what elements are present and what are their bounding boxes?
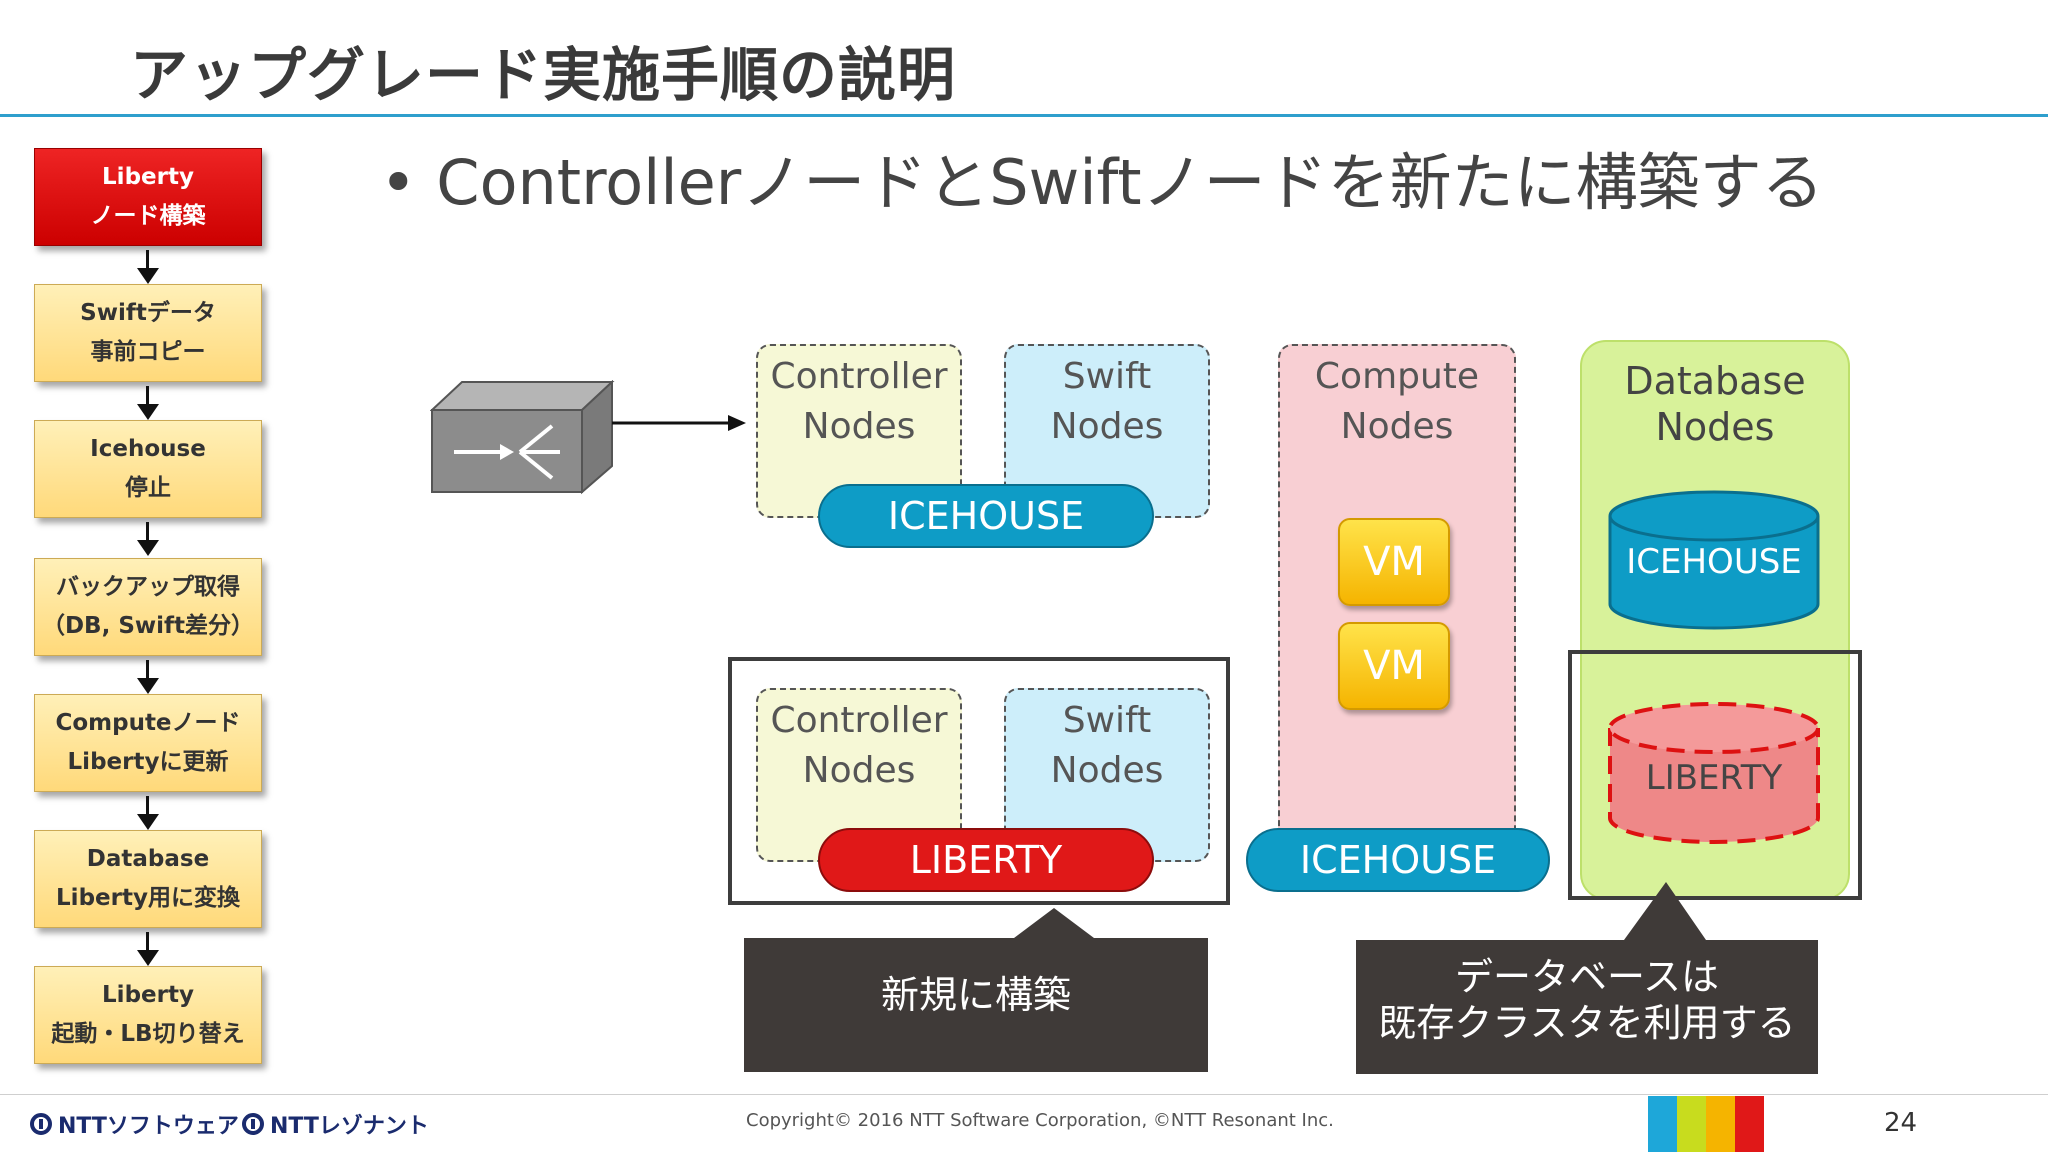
icehouse-label-top: ICEHOUSE (818, 484, 1154, 548)
callout-new-build: 新規に構築 (880, 973, 1071, 1017)
step-line2: Libertyに更新 (67, 749, 229, 775)
footer-bar-yellow (1706, 1096, 1735, 1152)
step-line1: Computeノード (55, 710, 241, 736)
load-balancer-icon (430, 380, 746, 495)
step-line2: （DB, Swift差分） (41, 613, 255, 639)
vm-box-1: VM (1338, 518, 1450, 606)
flow-arrow-line (146, 660, 149, 682)
page-number: 24 (1884, 1108, 1918, 1138)
logo-ntt-resonant: NTTレゾナント (242, 1108, 429, 1140)
ntt-logo-icon (242, 1113, 264, 1135)
existing-cluster-frame (1568, 650, 1862, 900)
step-line1: Swiftデータ (80, 300, 216, 326)
step-line1: Icehouse (90, 436, 206, 462)
step-line2: 事前コピー (90, 339, 206, 365)
flow-arrow-line (146, 386, 149, 408)
callout-new-build-shape (744, 908, 1208, 1072)
ntt-logo-icon (30, 1113, 52, 1135)
flow-arrow-line (146, 932, 149, 954)
flow-arrowhead (137, 814, 159, 830)
database-liberty-label: LIBERTY (1645, 758, 1783, 798)
step-compute-update: Computeノード Libertyに更新 (34, 694, 262, 792)
step-line1: Liberty (102, 164, 194, 190)
main-bullet: • ControllerノードとSwiftノードを新たに構築する (380, 146, 1824, 219)
step-liberty-start: Liberty 起動・LB切り替え (34, 966, 262, 1064)
database-icehouse-cylinder (1608, 490, 1820, 630)
title-divider (0, 114, 2048, 117)
flow-arrowhead (137, 268, 159, 284)
step-database-convert: Database Liberty用に変換 (34, 830, 262, 928)
step-swift-data-precopy: Swiftデータ 事前コピー (34, 284, 262, 382)
database-icehouse-label: ICEHOUSE (1626, 542, 1802, 582)
step-line1: Liberty (102, 982, 194, 1008)
flow-arrow-line (146, 522, 149, 544)
step-liberty-node-build: Liberty ノード構築 (34, 148, 262, 246)
database-liberty-cylinder (1608, 702, 1820, 844)
flow-arrowhead (137, 678, 159, 694)
flow-arrow-line (146, 250, 149, 272)
footer-bar-green (1677, 1096, 1706, 1152)
flow-arrow-line (146, 796, 149, 818)
step-line1: Database (86, 846, 210, 872)
step-line1: バックアップ取得 (56, 574, 240, 600)
callout-db: データベースは 既存クラスタを利用する (1378, 955, 1796, 1045)
step-line2: Liberty用に変換 (56, 885, 240, 911)
footer-divider (0, 1094, 2048, 1095)
liberty-label-bottom: LIBERTY (818, 828, 1154, 892)
flow-arrowhead (137, 404, 159, 420)
step-icehouse-stop: Icehouse 停止 (34, 420, 262, 518)
step-line2: ノード構築 (90, 203, 206, 229)
flow-arrowhead (137, 540, 159, 556)
icehouse-label-compute: ICEHOUSE (1246, 828, 1550, 892)
logo-ntt-software: NTTソフトウェア (30, 1108, 239, 1140)
copyright: Copyright© 2016 NTT Software Corporation… (746, 1110, 1334, 1131)
step-line2: 停止 (125, 475, 171, 501)
footer-bar-blue (1648, 1096, 1677, 1152)
flow-arrowhead (137, 950, 159, 966)
step-line2: 起動・LB切り替え (51, 1021, 245, 1047)
footer-bar-red (1735, 1096, 1764, 1152)
vm-box-2: VM (1338, 622, 1450, 710)
page-title: アップグレード実施手順の説明 (130, 41, 957, 109)
new-build-frame (728, 657, 1230, 905)
step-backup: バックアップ取得 （DB, Swift差分） (34, 558, 262, 656)
callout-db-shape (1356, 882, 1818, 1074)
